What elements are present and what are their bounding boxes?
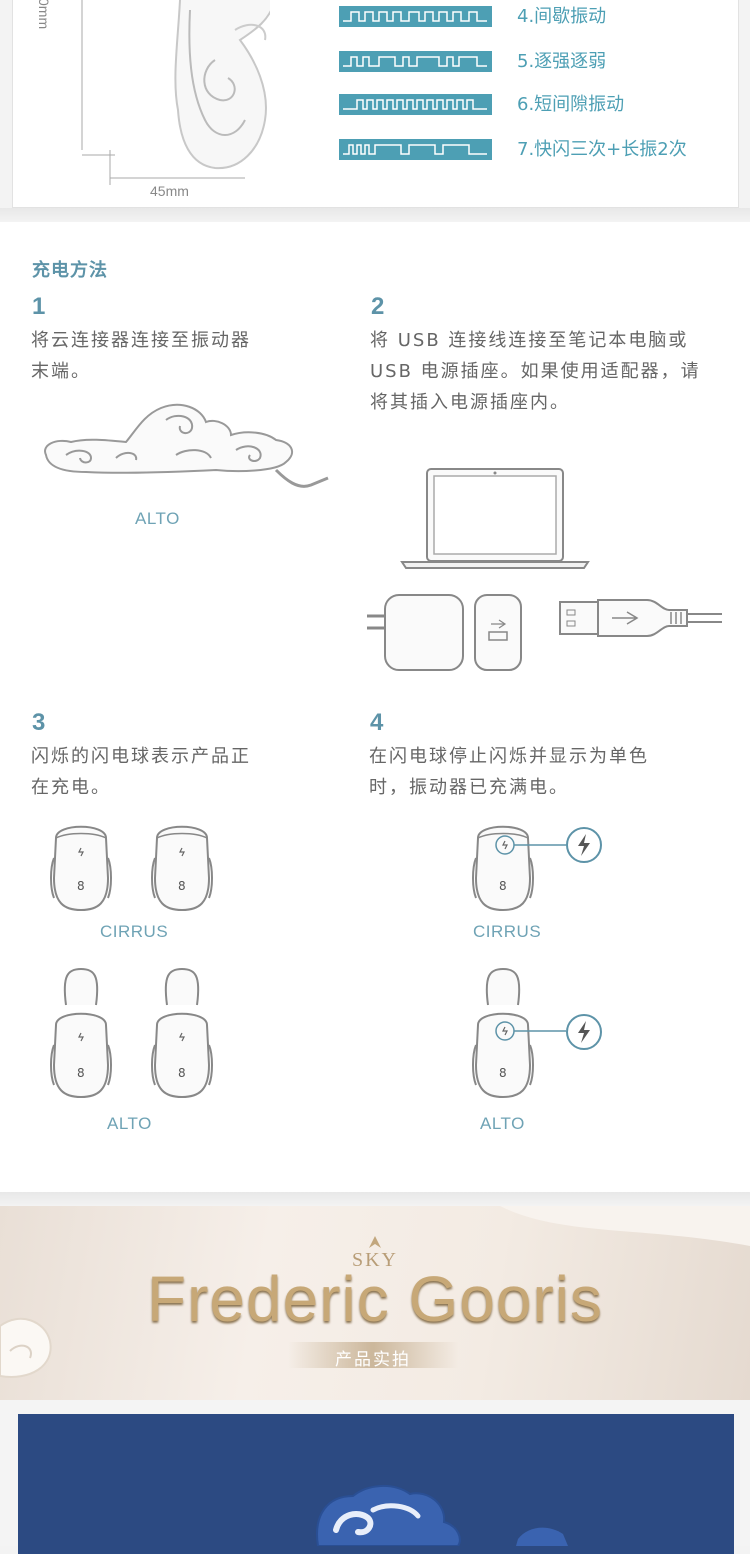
product-caption: CIRRUS <box>100 922 169 941</box>
sky-logo-icon <box>369 1236 381 1248</box>
banner-subtitle: 产品实拍 <box>335 1350 411 1370</box>
product-caption: ALTO <box>135 509 180 528</box>
product-outline-icon <box>81 0 270 185</box>
svg-text:8: 8 <box>77 1066 85 1080</box>
mode-label: 4.间歇振动 <box>517 6 607 27</box>
svg-text:8: 8 <box>499 1066 507 1080</box>
step-number: 4 <box>370 709 384 736</box>
step-text: 闪烁的闪电球表示产品正 在充电。 <box>31 746 251 798</box>
brand-name: Frederic Gooris <box>147 1263 603 1335</box>
svg-text:8: 8 <box>178 879 186 893</box>
mode-label: 7.快闪三次+长振2次 <box>517 139 687 160</box>
step-number: 3 <box>32 709 46 736</box>
laptop-icon <box>400 468 590 569</box>
mode-pattern-bar <box>339 51 492 72</box>
product-photo <box>18 1414 734 1554</box>
subtitle-ribbon <box>288 1342 458 1368</box>
cloud-connector-icon <box>44 403 329 488</box>
step-text: 在闪电球停止闪烁并显示为单色 时，振动器已充满电。 <box>369 746 649 798</box>
lightning-icon <box>566 1014 602 1050</box>
charging-section <box>0 222 750 1192</box>
vibrator-icon: 8 <box>151 825 213 912</box>
step-text: 将云连接器连接至振动器 末端。 <box>31 330 251 382</box>
section-title: 充电方法 <box>32 260 108 281</box>
product-caption: CIRRUS <box>473 922 542 941</box>
brand-logo-text: SKY <box>351 1249 398 1271</box>
svg-text:8: 8 <box>178 1066 186 1080</box>
vibrator-icon: 8 <box>50 967 112 1099</box>
vibrator-icon: 8 <box>151 967 213 1099</box>
step-number: 2 <box>371 293 385 320</box>
vibrator-icon: 8 <box>472 967 566 1099</box>
svg-text:8: 8 <box>77 879 85 893</box>
step-number: 1 <box>32 293 46 320</box>
mode-pattern-bar <box>339 94 492 115</box>
product-caption: ALTO <box>480 1114 525 1133</box>
mode-pattern-bar <box>339 6 492 27</box>
divider <box>0 208 750 222</box>
svg-text:8: 8 <box>499 879 507 893</box>
divider <box>0 1192 750 1206</box>
vibrator-icon: 8 <box>50 825 112 912</box>
cloud-product-icon <box>316 1484 568 1546</box>
lightning-icon <box>566 827 602 863</box>
cloud-decoration-icon <box>0 1206 750 1378</box>
step-text: 将 USB 连接线连接至笔记本电脑或 USB 电源插座。如果使用适配器，请 将其… <box>370 330 701 413</box>
mode-pattern-bar <box>339 139 492 160</box>
product-caption: ALTO <box>107 1114 152 1133</box>
mode-label: 6.短间隙振动 <box>517 94 625 115</box>
vibrator-icon: 8 <box>472 825 566 912</box>
dim-height-label: 0mm <box>36 0 52 30</box>
wall-adapter-icon <box>367 594 522 671</box>
mode-label: 5.逐强逐弱 <box>517 51 607 72</box>
dim-width-label: 45mm <box>150 183 189 199</box>
usb-cable-icon <box>559 599 722 637</box>
